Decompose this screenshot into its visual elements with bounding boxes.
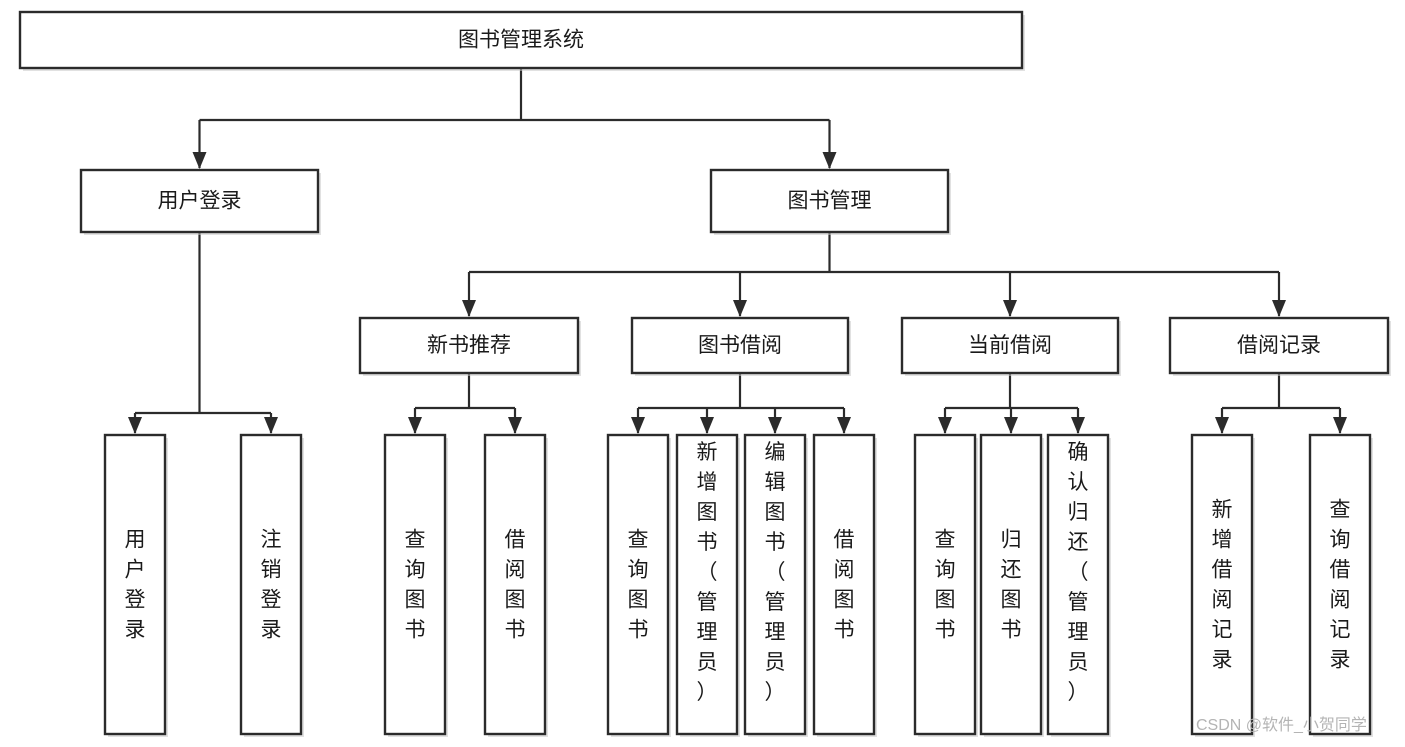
arrow-head-icon: [508, 417, 522, 434]
arrow-head-icon: [264, 417, 278, 434]
connector-group-current-borrow: [938, 373, 1085, 434]
node-box: [979, 433, 1043, 736]
node-leaf-query-book-3[interactable]: 查询图书: [913, 433, 978, 737]
node-leaf-return-book[interactable]: 归还图书: [979, 433, 1044, 737]
node-label: 借阅图书: [505, 529, 526, 642]
node-leaf-edit-book[interactable]: 编辑图书（管理员）: [743, 433, 808, 737]
arrow-head-icon: [837, 417, 851, 434]
arrow-head-icon: [938, 417, 952, 434]
node-box: [630, 316, 850, 375]
node-leaf-borrow-book-2[interactable]: 借阅图书: [812, 433, 877, 737]
node-box: [358, 316, 580, 375]
arrow-head-icon: [128, 417, 142, 434]
node-leaf-borrow-book-1[interactable]: 借阅图书: [483, 433, 548, 737]
node-label: 用户登录: [125, 529, 146, 642]
arrow-head-icon: [768, 417, 782, 434]
node-box: [483, 433, 547, 736]
node-box: [79, 168, 320, 234]
node-leaf-query-record[interactable]: 查询借阅记录: [1308, 433, 1373, 737]
node-label: 当前借阅: [968, 334, 1052, 357]
arrow-head-icon: [192, 152, 207, 169]
arrow-head-icon: [1003, 300, 1017, 317]
node-label: 借阅记录: [1237, 334, 1321, 357]
node-leaf-logout[interactable]: 注销登录: [239, 433, 304, 737]
node-layer: 图书管理系统用户登录图书管理新书推荐图书借阅当前借阅借阅记录用户登录注销登录查询…: [18, 10, 1391, 737]
node-box: [812, 433, 876, 736]
node-user-login[interactable]: 用户登录: [79, 168, 321, 235]
arrow-head-icon: [1215, 417, 1229, 434]
node-label: 查询图书: [935, 529, 956, 642]
node-current-borrow[interactable]: 当前借阅: [900, 316, 1121, 376]
node-box: [1046, 433, 1110, 736]
node-leaf-query-book-1[interactable]: 查询图书: [383, 433, 448, 737]
connector-group-book-manage: [462, 232, 1286, 317]
connector-group-root: [192, 68, 837, 169]
node-box: [709, 168, 950, 234]
node-label: 借阅图书: [834, 529, 855, 642]
node-label: 注销登录: [261, 529, 282, 642]
arrow-head-icon: [733, 300, 747, 317]
node-box: [900, 316, 1120, 375]
node-leaf-add-record[interactable]: 新增借阅记录: [1190, 433, 1255, 737]
node-label: 查询图书: [628, 529, 649, 642]
node-box: [383, 433, 447, 736]
node-book-manage[interactable]: 图书管理: [709, 168, 951, 235]
connector-group-user-login: [128, 232, 278, 434]
node-leaf-user-login[interactable]: 用户登录: [103, 433, 168, 737]
arrow-head-icon: [1071, 417, 1085, 434]
arrow-head-icon: [1333, 417, 1347, 434]
node-box: [913, 433, 977, 736]
arrow-head-icon: [1272, 300, 1286, 317]
node-box: [1190, 433, 1254, 736]
arrow-head-icon: [822, 152, 837, 169]
node-label: 确认归还（管理员）: [1068, 441, 1089, 704]
node-leaf-confirm-return[interactable]: 确认归还（管理员）: [1046, 433, 1111, 737]
node-box: [239, 433, 303, 736]
connector-group-book-borrow: [631, 373, 851, 434]
arrow-head-icon: [700, 417, 714, 434]
node-box: [103, 433, 167, 736]
connector-group-borrow-record: [1215, 373, 1347, 434]
node-root[interactable]: 图书管理系统: [18, 10, 1025, 71]
node-box: [675, 433, 739, 736]
node-box: [606, 433, 670, 736]
node-new-book-rec[interactable]: 新书推荐: [358, 316, 581, 376]
node-box: [18, 10, 1024, 70]
node-label: 编辑图书（管理员）: [765, 441, 786, 704]
node-label: 图书管理系统: [458, 29, 584, 52]
node-borrow-record[interactable]: 借阅记录: [1168, 316, 1391, 376]
arrow-head-icon: [631, 417, 645, 434]
node-label: 用户登录: [158, 190, 242, 213]
node-label: 新增图书（管理员）: [697, 441, 718, 704]
node-leaf-query-book-2[interactable]: 查询图书: [606, 433, 671, 737]
node-label: 归还图书: [1001, 529, 1022, 642]
connector-group-new-book-rec: [408, 373, 522, 434]
csdn-watermark: CSDN @软件_小贺同学: [1196, 716, 1367, 734]
node-label: 查询图书: [405, 529, 426, 642]
node-box: [1308, 433, 1372, 736]
node-leaf-add-book[interactable]: 新增图书（管理员）: [675, 433, 740, 737]
arrow-head-icon: [1004, 417, 1018, 434]
node-box: [1168, 316, 1390, 375]
connector-layer: [128, 68, 1347, 434]
node-label: 查询借阅记录: [1330, 499, 1351, 672]
node-label: 新书推荐: [427, 334, 511, 357]
node-book-borrow[interactable]: 图书借阅: [630, 316, 851, 376]
node-label: 图书借阅: [698, 334, 782, 357]
node-box: [743, 433, 807, 736]
node-label: 图书管理: [788, 190, 872, 213]
arrow-head-icon: [462, 300, 476, 317]
arrow-head-icon: [408, 417, 422, 434]
node-label: 新增借阅记录: [1212, 499, 1233, 672]
